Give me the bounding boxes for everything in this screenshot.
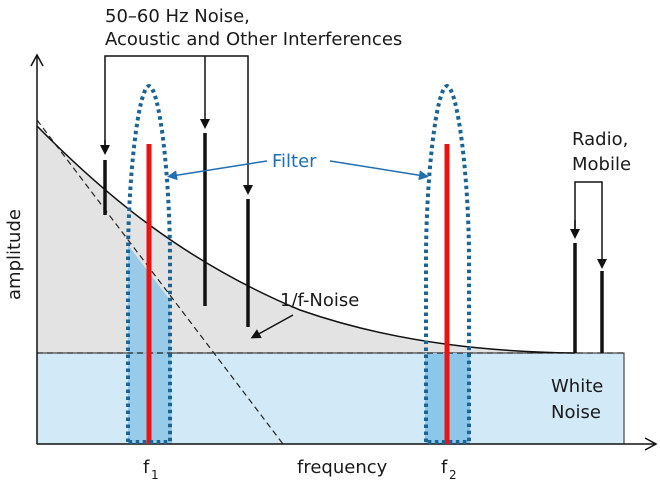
f2-subscript: 2 [449, 468, 457, 482]
radio-bracket [574, 181, 607, 269]
y-axis-arrow-icon [30, 53, 44, 67]
f1-label: f [143, 457, 150, 478]
filter-label: Filter [272, 151, 317, 172]
x-axis-label: frequency [297, 457, 388, 478]
white-noise-label-line-2: Noise [551, 402, 601, 423]
filter-2-outline [424, 83, 471, 444]
radio-label-line-1: Radio, [572, 129, 628, 150]
interference-bracket [104, 55, 253, 195]
title-line-2: Acoustic and Other Interferences [105, 29, 402, 50]
white-noise-area [36, 352, 625, 445]
one-over-f-label: 1/f-Noise [280, 290, 359, 311]
x-axis-arrow-icon [644, 437, 658, 451]
white-noise-label-line-1: White [551, 376, 603, 397]
radio-label-line-2: Mobile [572, 154, 631, 175]
f2-label: f [441, 457, 448, 478]
f1-subscript: 1 [151, 468, 159, 482]
one-over-f-asymptote [36, 119, 284, 445]
one-over-f-pointer [250, 314, 294, 339]
y-axis-label: amplitude [4, 209, 25, 300]
filter-pointer-1 [167, 160, 268, 181]
one-over-f-curve [36, 125, 576, 354]
filter-1-outline [126, 83, 172, 444]
title-line-1: 50–60 Hz Noise, [105, 6, 250, 27]
filter-pointer-2 [329, 160, 429, 181]
